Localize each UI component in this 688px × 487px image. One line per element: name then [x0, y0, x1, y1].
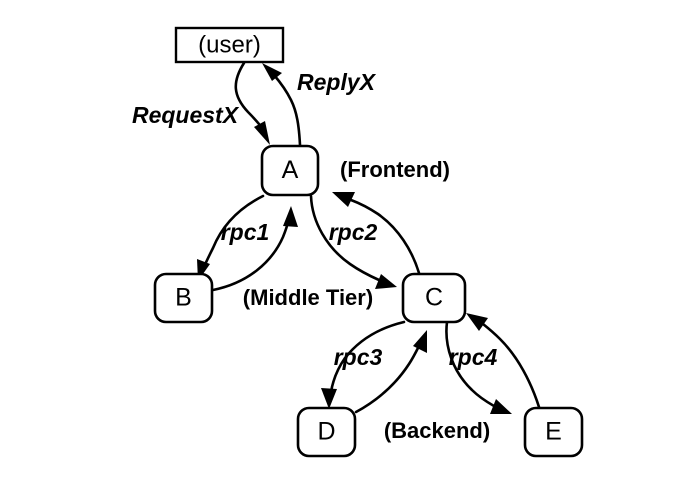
node-c-box[interactable]: [401, 272, 467, 324]
edge-rpc3-call-path: [329, 320, 406, 394]
tier-label-middle-tier: (Middle Tier): [243, 285, 373, 310]
edge-rpc2-call-arrowhead: [375, 274, 397, 289]
edge-label-rpc3: rpc3: [334, 344, 383, 370]
edge-reply-x-path: [272, 73, 302, 147]
edge-rpc2-call-path: [309, 194, 381, 282]
edge-rpc2-return-arrowhead: [332, 192, 355, 207]
node-b-label: B: [175, 284, 192, 312]
node-a[interactable]: A: [260, 144, 320, 197]
edge-rpc3-call-arrowhead: [321, 388, 337, 409]
edge-rpc1-call-path: [202, 194, 265, 269]
node-user-label: (user): [198, 31, 261, 58]
edge-request-x-arrowhead: [254, 121, 270, 145]
edge-label-rpc1: rpc1: [221, 219, 270, 245]
edge-label-rpc4: rpc4: [449, 344, 498, 370]
edge-label-reply-x: ReplyX: [297, 69, 377, 95]
edge-rpc2-call: [309, 194, 397, 289]
edge-rpc3-return-arrowhead: [413, 330, 427, 353]
tier-label-frontend: (Frontend): [340, 157, 450, 182]
edge-request-x: [234, 61, 270, 145]
node-b[interactable]: B: [153, 272, 214, 324]
edge-rpc4-call: [445, 320, 512, 414]
edge-request-x-path: [234, 61, 266, 132]
node-d-label: D: [317, 418, 335, 446]
edge-rpc3-call: [321, 320, 406, 409]
edge-label-rpc2: rpc2: [329, 219, 378, 245]
edge-rpc4-return: [466, 313, 541, 409]
edge-rpc1-return: [211, 206, 298, 292]
tier-label-backend: (Backend): [384, 418, 490, 443]
edge-rpc4-call-path: [445, 320, 496, 408]
node-user-box[interactable]: [174, 26, 285, 64]
node-e-box[interactable]: [523, 406, 584, 458]
edge-rpc3-return: [354, 330, 427, 414]
edge-rpc4-call-arrowhead: [490, 399, 512, 414]
node-a-box[interactable]: [260, 144, 320, 197]
node-d-box[interactable]: [296, 406, 357, 458]
node-user[interactable]: (user): [174, 26, 285, 64]
edge-rpc4-return-path: [481, 322, 541, 409]
edge-rpc2-return: [332, 192, 421, 275]
node-e[interactable]: E: [523, 406, 584, 458]
node-a-label: A: [282, 156, 299, 184]
edge-label-request-x: RequestX: [132, 102, 240, 128]
edge-rpc1-return-path: [211, 220, 290, 292]
edge-reply-x: [262, 63, 302, 147]
node-d[interactable]: D: [296, 406, 357, 458]
edge-rpc2-return-path: [349, 198, 421, 275]
edge-rpc4-return-arrowhead: [466, 313, 488, 331]
node-b-box[interactable]: [153, 272, 214, 324]
edge-reply-x-arrowhead: [262, 63, 282, 81]
node-c-label: C: [425, 284, 443, 312]
node-c[interactable]: C: [401, 272, 467, 324]
node-e-label: E: [545, 418, 562, 446]
edge-rpc1-return-arrowhead: [283, 206, 298, 227]
edge-rpc3-return-path: [354, 344, 421, 414]
